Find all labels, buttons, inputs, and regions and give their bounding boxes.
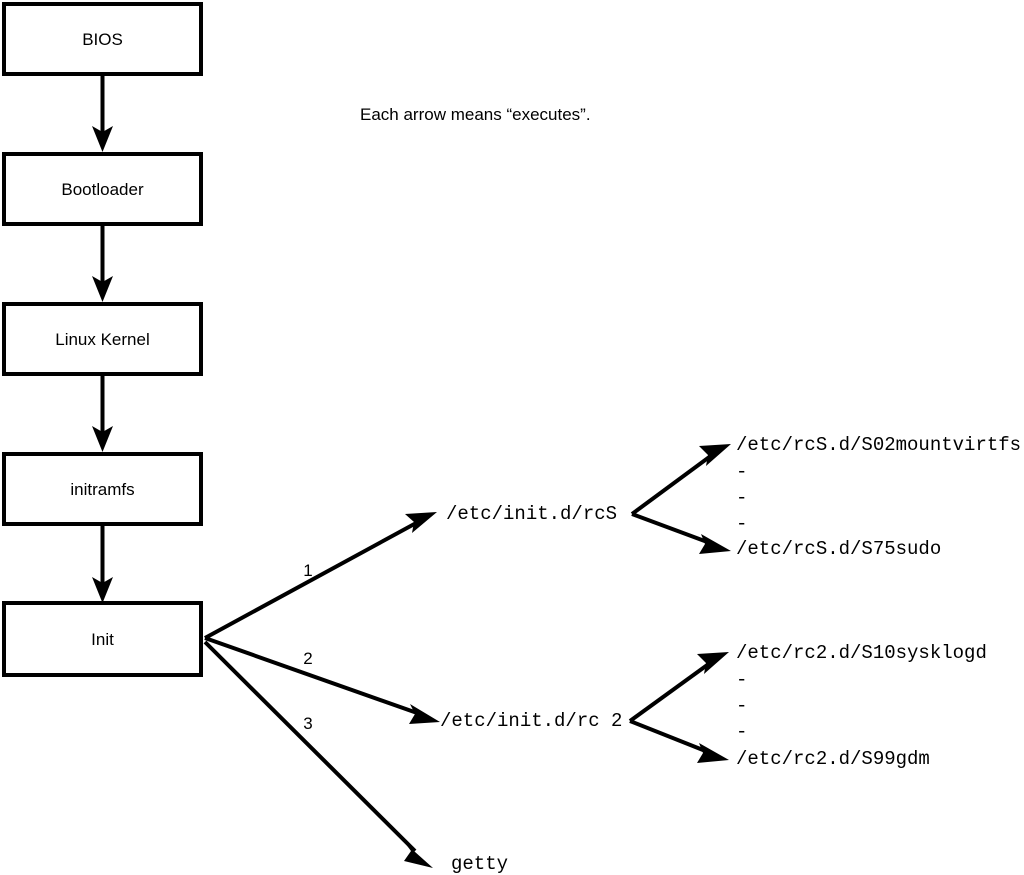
arrow-head-icon: [92, 126, 113, 152]
arrow-rc2-to-first-script: [628, 652, 729, 723]
node-bios[interactable]: BIOS: [2, 2, 203, 76]
arrow-init-branch-2: [204, 636, 440, 724]
node-initramfs-label: initramfs: [70, 480, 134, 499]
arrow-head-icon: [697, 652, 729, 674]
node-bootloader-box: [2, 152, 203, 226]
rc2-ellipsis-dash-2: -: [736, 695, 747, 717]
arrow-head-icon: [699, 444, 731, 466]
arrow-rc2-to-last-script: [629, 719, 729, 763]
branch-3-number: 3: [303, 714, 312, 733]
branch-2-number: 2: [303, 649, 312, 668]
rc2-ellipsis-dash-1: -: [736, 669, 747, 691]
arrow-head-icon: [409, 704, 440, 724]
arrow-head-icon: [699, 534, 731, 554]
branch-1-number: 1: [303, 561, 312, 580]
node-bootloader-label: Bootloader: [61, 180, 144, 199]
node-bootloader[interactable]: Bootloader: [2, 152, 203, 226]
rcS-last-script-label: /etc/rcS.d/S75sudo: [736, 538, 941, 560]
arrow-init-branch-1: [204, 512, 437, 640]
rc2-first-script-label: /etc/rc2.d/S10sysklogd: [736, 642, 987, 664]
branch-2-target-label: /etc/init.d/rc 2: [440, 710, 622, 732]
rc2-last-script-label: /etc/rc2.d/S99gdm: [736, 748, 930, 770]
node-init-label: Init: [91, 630, 114, 649]
arrow-rcS-to-last-script: [631, 512, 731, 554]
arrow-bios-to-bootloader: [92, 76, 113, 152]
node-linux-kernel-label: Linux Kernel: [55, 330, 150, 349]
node-linux-kernel-box: [2, 302, 203, 376]
rc2-ellipsis-dash-3: -: [736, 721, 747, 743]
arrow-head-icon: [405, 512, 437, 533]
arrow-initramfs-to-init: [92, 526, 113, 603]
node-bios-box: [2, 2, 203, 76]
node-init[interactable]: Init: [2, 601, 203, 677]
node-initramfs[interactable]: initramfs: [2, 452, 203, 526]
branch-3-target-label: getty: [451, 853, 508, 875]
arrow-head-icon: [92, 276, 113, 302]
arrow-head-icon: [92, 577, 113, 603]
diagram-caption: Each arrow means “executes”.: [360, 105, 591, 124]
arrow-init-branch-3: [203, 640, 433, 868]
rcS-ellipsis-dash-2: -: [736, 487, 747, 509]
rcS-ellipsis-dash-3: -: [736, 513, 747, 535]
rcS-first-script-label: /etc/rcS.d/S02mountvirtfs: [736, 434, 1021, 456]
rcS-ellipsis-dash-1: -: [736, 461, 747, 483]
node-linux-kernel[interactable]: Linux Kernel: [2, 302, 203, 376]
arrow-rcS-to-first-script: [630, 444, 731, 516]
arrow-head-icon: [697, 743, 729, 763]
branch-1-target-label: /etc/init.d/rcS: [446, 503, 617, 525]
arrow-head-icon: [92, 426, 113, 452]
arrow-head-icon: [404, 843, 433, 868]
node-initramfs-box: [2, 452, 203, 526]
node-bios-label: BIOS: [82, 30, 123, 49]
arrow-kernel-to-initramfs: [92, 376, 113, 452]
arrow-bootloader-to-kernel: [92, 226, 113, 302]
